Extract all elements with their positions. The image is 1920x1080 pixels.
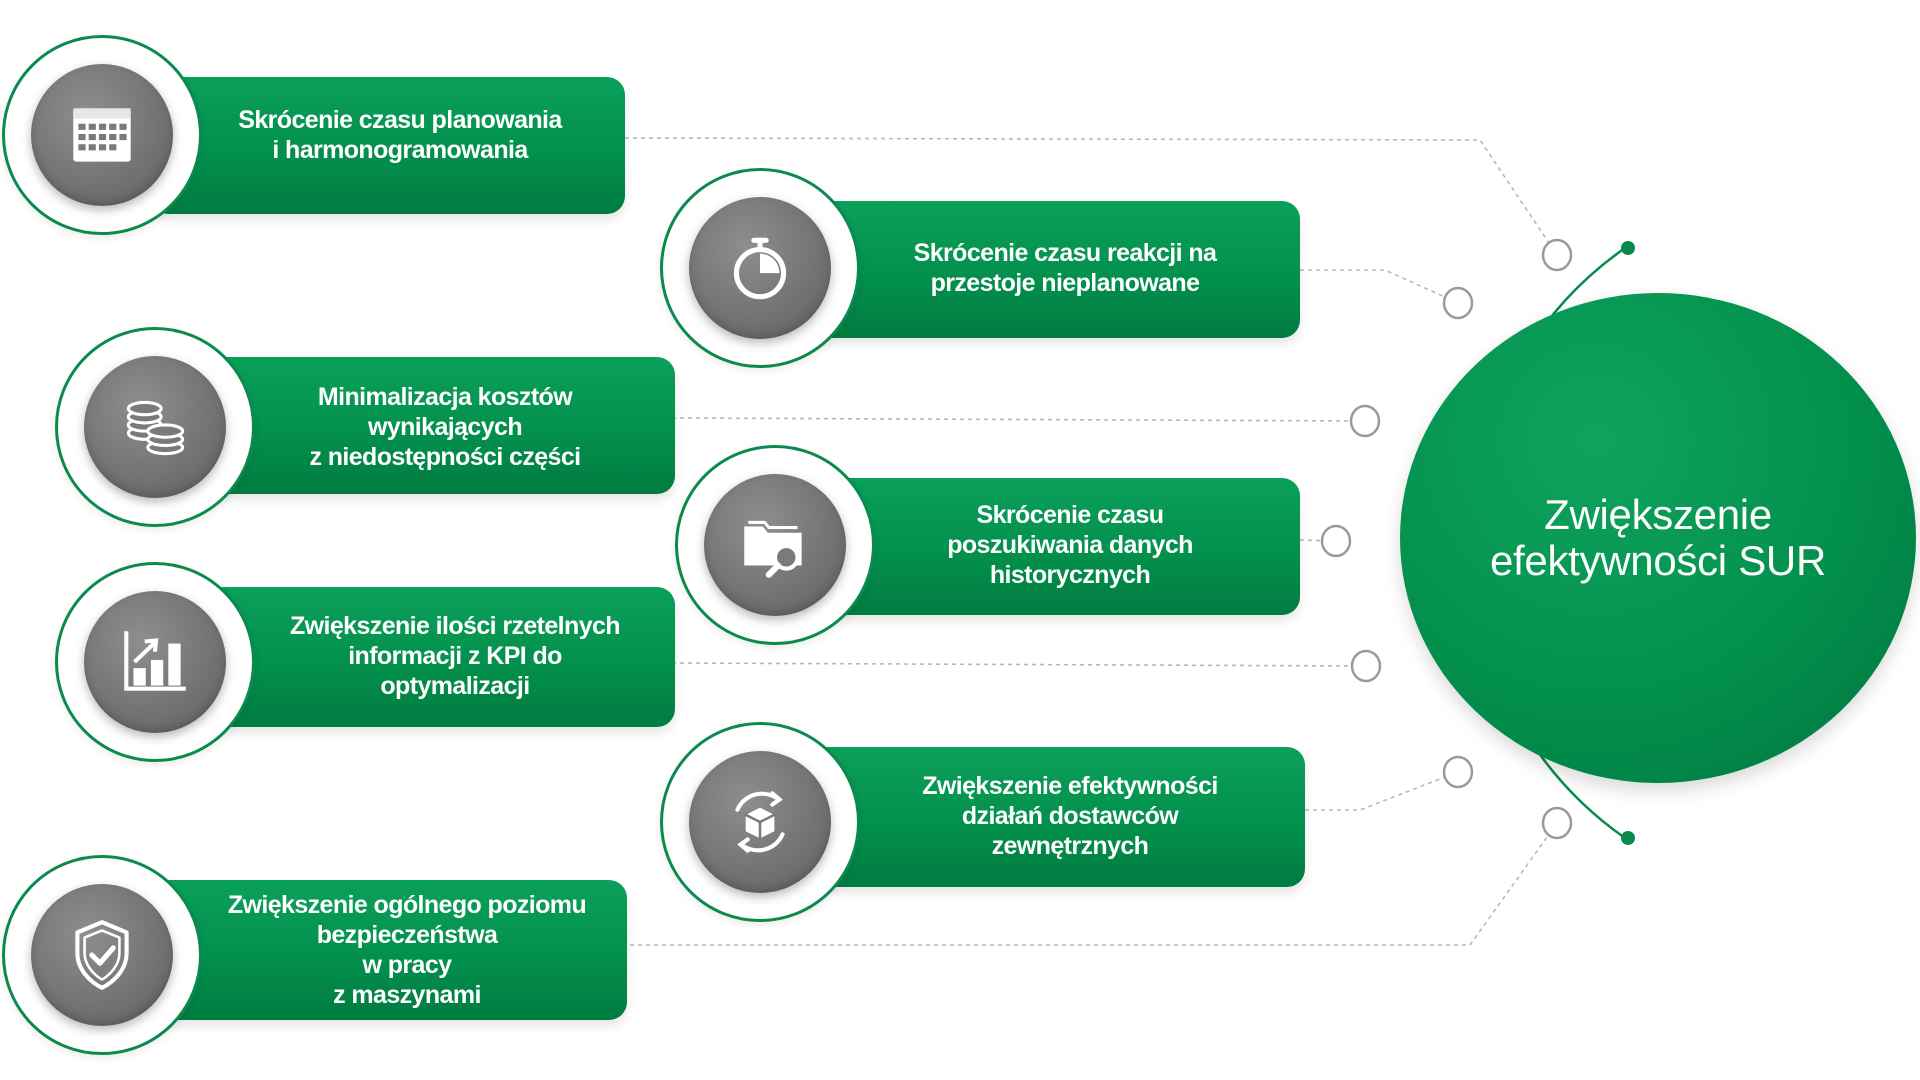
benefit-item-kpi: Zwiększenie ilości rzetelnych informacji…	[55, 562, 680, 762]
benefit-item-planning: Skrócenie czasu planowania i harmonogram…	[0, 35, 630, 235]
arc-node-7	[1541, 806, 1573, 840]
icon-badge	[660, 722, 860, 922]
hub-title: Zwiększenie efektywności SUR	[1490, 491, 1826, 584]
arc-node-1	[1541, 238, 1573, 272]
connector-line-2	[1300, 269, 1459, 304]
benefit-label: Zwiększenie ogólnego poziomu bezpieczeńs…	[227, 891, 587, 1009]
arc-node-5	[1350, 649, 1382, 683]
benefit-pill	[150, 77, 625, 214]
bar-chart-growth-icon	[124, 631, 186, 691]
benefit-pill	[152, 880, 627, 1020]
benefit-label: Zwiększenie efektywności działań dostawc…	[922, 772, 1218, 860]
folder-search-icon	[744, 520, 802, 578]
connector-line-7	[630, 822, 1558, 946]
benefit-pill	[810, 201, 1300, 338]
connector-line-6	[1305, 771, 1459, 811]
connector-line-5	[671, 662, 1367, 667]
icon-badge	[2, 35, 202, 235]
arc-end-dot-top	[1621, 241, 1635, 255]
benefit-pill	[810, 747, 1305, 887]
benefit-item-safety: Zwiększenie ogólnego poziomu bezpieczeńs…	[2, 855, 632, 1055]
icon-badge	[55, 327, 255, 527]
connector-line-4	[1299, 539, 1337, 542]
benefit-pill	[825, 478, 1300, 615]
icon-badge	[2, 855, 202, 1055]
icon-badge	[660, 168, 860, 368]
arc-end-dot-bottom	[1621, 831, 1635, 845]
benefit-label: Minimalizacja kosztów wynikających z nie…	[309, 383, 581, 471]
benefit-label: Zwiększenie ilości rzetelnych informacji…	[290, 612, 621, 700]
benefit-label: Skrócenie czasu planowania i harmonogram…	[238, 106, 562, 164]
shield-check-icon	[75, 920, 129, 990]
arc-node-4	[1320, 524, 1352, 558]
benefit-label: Skrócenie czasu reakcji na przestoje nie…	[913, 239, 1217, 297]
benefit-item-reaction: Skrócenie czasu reakcji na przestoje nie…	[660, 168, 1305, 368]
benefit-item-costs: Minimalizacja kosztów wynikających z nie…	[55, 327, 680, 527]
benefit-item-history: Skrócenie czasu poszukiwania danych hist…	[675, 445, 1305, 645]
benefit-label: Skrócenie czasu poszukiwania danych hist…	[947, 501, 1193, 589]
arc-node-3	[1349, 404, 1381, 438]
arc-node-2	[1442, 286, 1474, 320]
stopwatch-icon	[733, 237, 787, 300]
coins-icon	[126, 400, 185, 456]
connector-line-1	[624, 137, 1558, 256]
icon-badge	[55, 562, 255, 762]
calendar-icon	[73, 108, 131, 162]
benefit-item-suppliers: Zwiększenie efektywności działań dostawc…	[660, 722, 1310, 922]
hub-circle: Zwiększenie efektywności SUR	[1400, 293, 1916, 783]
arc-node-6	[1442, 755, 1474, 789]
benefit-pill	[205, 587, 675, 727]
benefit-pill	[205, 357, 675, 494]
icon-badge	[675, 445, 875, 645]
connector-line-3	[671, 417, 1366, 422]
box-cycle-icon	[735, 791, 785, 853]
